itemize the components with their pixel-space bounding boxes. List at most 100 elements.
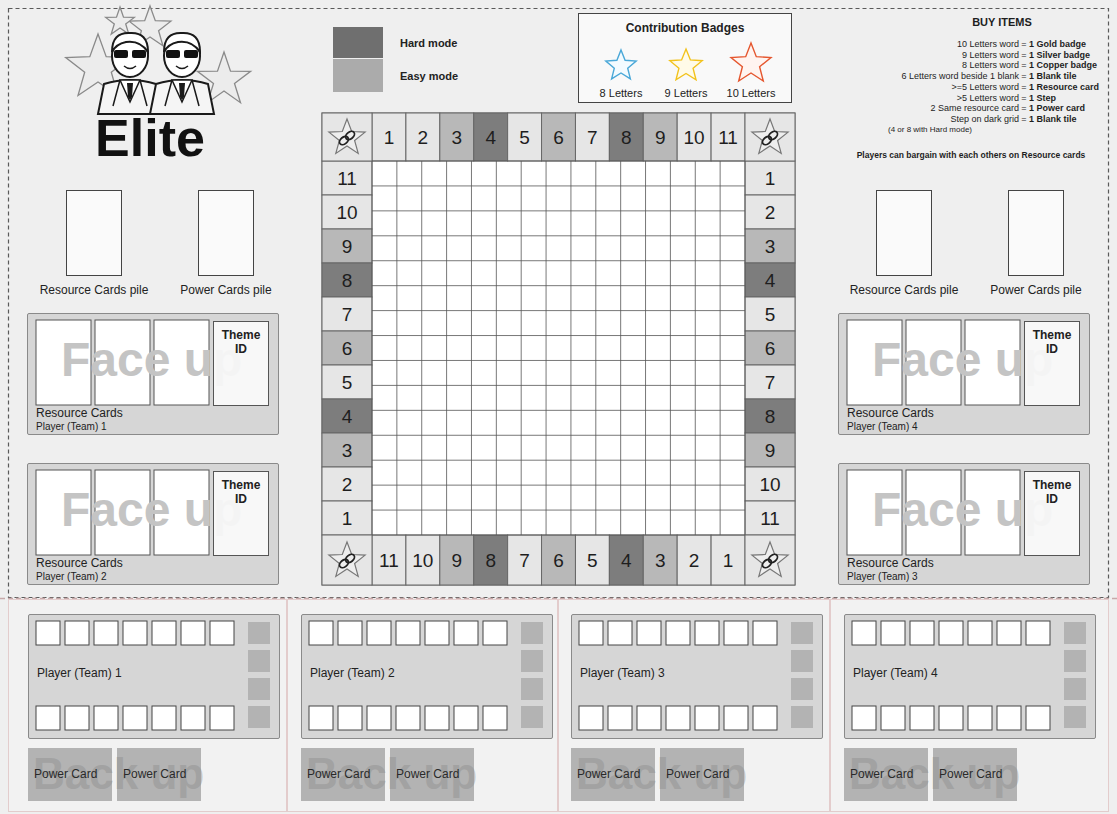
agent-lapel bbox=[113, 80, 147, 106]
play-area-border bbox=[9, 9, 1109, 598]
badge-caption: 10 Letters bbox=[727, 87, 776, 100]
player-section: Back upPlayer (Team) 4Power CardPower Ca… bbox=[830, 599, 1109, 812]
buy-rule-reward: 1 Power card bbox=[1029, 104, 1085, 113]
link-ring bbox=[767, 130, 779, 142]
link-ring bbox=[761, 135, 773, 147]
number-cell bbox=[609, 113, 643, 161]
grid-line bbox=[670, 161, 671, 535]
note-text: Players can bargain with each others on … bbox=[857, 151, 1086, 160]
number-cell bbox=[322, 365, 372, 399]
number-cell bbox=[322, 161, 372, 195]
agent-tie bbox=[127, 83, 133, 100]
player-section: Back upPlayer (Team) 2Power CardPower Ca… bbox=[287, 599, 558, 812]
tile-slot bbox=[997, 706, 1021, 730]
number-cell bbox=[322, 331, 372, 365]
buy-rule-reward: 1 Resource card bbox=[1029, 82, 1099, 91]
board-number: 7 bbox=[765, 373, 776, 392]
card-pile: Resource Cards pile bbox=[66, 190, 122, 276]
tile-slot bbox=[309, 706, 333, 730]
card-pile: Power Cards pile bbox=[198, 190, 254, 276]
resource-panel: Face upResource CardsPlayer (Team) 3Them… bbox=[838, 463, 1090, 585]
tile-slot bbox=[210, 706, 234, 730]
corner-cell-box bbox=[322, 535, 372, 585]
grid-line bbox=[570, 161, 571, 535]
number-cell bbox=[322, 263, 372, 297]
player-section: Back upPlayer (Team) 3Power CardPower Ca… bbox=[558, 599, 830, 812]
buy-rule-reward: 1 Blank tile bbox=[1029, 72, 1077, 81]
grid-line bbox=[372, 535, 745, 536]
equals-sign: = bbox=[1021, 61, 1026, 70]
equals-sign: = bbox=[1021, 40, 1026, 49]
link-icon bbox=[761, 553, 779, 570]
agent-sunglasses bbox=[166, 50, 180, 58]
tile-slot bbox=[666, 706, 690, 730]
tile-slot bbox=[309, 621, 333, 645]
tile-tray-label: Player (Team) 3 bbox=[580, 667, 665, 681]
board-number: 1 bbox=[384, 128, 395, 147]
agent-sunglasses bbox=[114, 50, 128, 58]
board-number: 11 bbox=[337, 169, 357, 188]
tile-slot bbox=[396, 706, 420, 730]
number-cell bbox=[474, 535, 508, 585]
grid-line bbox=[372, 485, 745, 486]
buy-rule-reward: 1 Blank tile bbox=[1029, 114, 1077, 123]
power-card: Power Card bbox=[390, 748, 474, 801]
number-cell bbox=[575, 113, 609, 161]
board-number: 5 bbox=[342, 373, 353, 392]
corner-star bbox=[752, 119, 788, 153]
grid-line bbox=[421, 161, 422, 535]
game-title: Elite bbox=[95, 112, 205, 164]
theme-card-label: Theme ID bbox=[1028, 329, 1076, 357]
player-section: Back upPlayer (Team) 1Power CardPower Ca… bbox=[8, 599, 287, 812]
number-cell bbox=[643, 535, 677, 585]
grid-line bbox=[372, 210, 745, 211]
board-number: 11 bbox=[760, 509, 780, 528]
tile-slot bbox=[881, 621, 905, 645]
tile-slot bbox=[483, 621, 507, 645]
tile-slot bbox=[338, 706, 362, 730]
board-number: 6 bbox=[553, 551, 564, 570]
legend-text: Hard mode bbox=[400, 36, 457, 49]
power-card-label: Power Card bbox=[939, 768, 1002, 782]
board-number: 7 bbox=[342, 305, 353, 324]
tile-tray-label: Player (Team) 4 bbox=[853, 667, 938, 681]
agent-sunglasses bbox=[132, 50, 146, 58]
grid-line bbox=[372, 335, 745, 336]
link-ring bbox=[344, 130, 356, 142]
grid-line bbox=[595, 161, 596, 535]
board-number: 7 bbox=[519, 551, 530, 570]
blank-tile-slot bbox=[791, 678, 813, 700]
blank-tile-slot bbox=[248, 650, 270, 672]
number-cell bbox=[745, 501, 795, 535]
grid-line bbox=[372, 161, 373, 535]
power-card: Power Card bbox=[660, 748, 744, 801]
tile-slot bbox=[367, 621, 391, 645]
blank-tile-slot bbox=[791, 622, 813, 644]
agent-shirt bbox=[120, 80, 140, 102]
tile-slot bbox=[666, 621, 690, 645]
board-number: 11 bbox=[379, 551, 399, 570]
tile-slot bbox=[608, 621, 632, 645]
badge-box: Contribution Badges8 Letters9 Letters10 … bbox=[578, 13, 792, 103]
power-card-label: Power Card bbox=[396, 768, 459, 782]
tile-slot bbox=[425, 706, 449, 730]
number-cell bbox=[643, 113, 677, 161]
grid-line bbox=[496, 161, 497, 535]
logo-illustration bbox=[66, 6, 251, 114]
power-card: Power Card bbox=[844, 748, 928, 801]
buy-rule-reward: 1 Step bbox=[1029, 93, 1056, 102]
number-cell bbox=[440, 535, 474, 585]
grid-line bbox=[521, 161, 522, 535]
tile-slot bbox=[939, 621, 963, 645]
link-ring bbox=[338, 558, 350, 570]
tile-slot bbox=[910, 621, 934, 645]
number-cell bbox=[508, 535, 542, 585]
board-number: 11 bbox=[718, 128, 738, 147]
tile-slot bbox=[724, 621, 748, 645]
tile-tray: Player (Team) 4 bbox=[844, 614, 1096, 739]
resource-panel: Face upResource CardsPlayer (Team) 2Them… bbox=[27, 463, 279, 585]
legend-swatch bbox=[333, 27, 383, 58]
board-number: 9 bbox=[765, 441, 776, 460]
grid-line bbox=[546, 161, 547, 535]
corner-star bbox=[752, 542, 788, 576]
